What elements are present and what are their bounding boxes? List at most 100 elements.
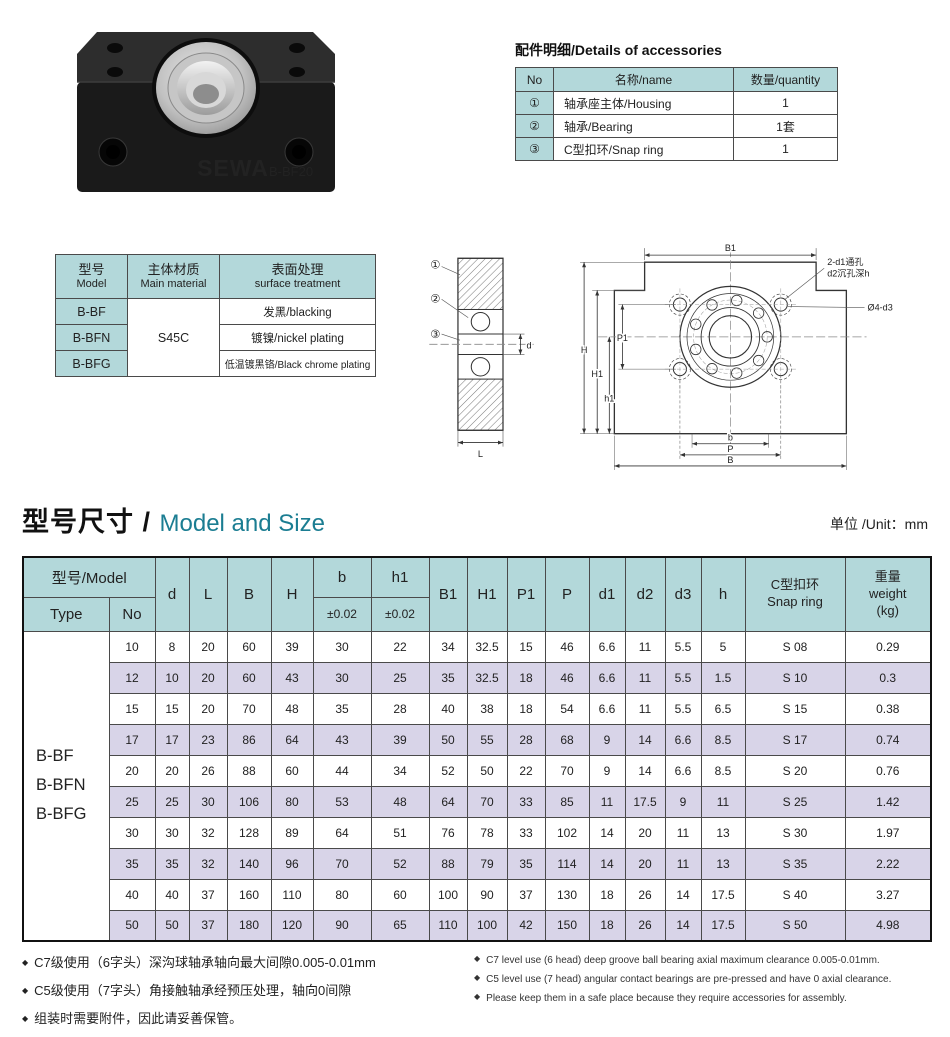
dim-label-H1: H1 bbox=[591, 369, 603, 379]
spec-no-cell: 35 bbox=[108, 847, 156, 880]
spec-cell: 14 bbox=[588, 816, 626, 849]
spec-cell: 6.6 bbox=[588, 661, 626, 694]
accessory-name: 轴承/Bearing bbox=[553, 114, 734, 138]
spec-cell: 60 bbox=[226, 661, 272, 694]
spec-cell: 15 bbox=[506, 630, 546, 663]
spec-cell: 1.5 bbox=[700, 661, 746, 694]
accessory-no: ③ bbox=[515, 137, 554, 161]
accessory-row: ③ C型扣环/Snap ring 1 bbox=[515, 137, 838, 161]
spec-cell: 38 bbox=[466, 692, 508, 725]
spec-cell: 70 bbox=[544, 754, 590, 787]
section-header: 型号尺寸 / Model and Size 单位 /Unit：mm bbox=[22, 500, 928, 539]
spec-cell: 14 bbox=[624, 754, 666, 787]
accessory-qty: 1 bbox=[733, 137, 838, 161]
spec-cell: S 10 bbox=[744, 661, 846, 694]
accessory-row: ① 轴承座主体/Housing 1 bbox=[515, 91, 838, 115]
spec-no-cell: 12 bbox=[108, 661, 156, 694]
spec-cell: 70 bbox=[466, 785, 508, 818]
type-model-label: B-BF bbox=[36, 747, 74, 766]
spec-cell: 37 bbox=[506, 878, 546, 911]
notes-zh: ◆C7级使用（6字头）深沟球轴承轴向最大间隙0.005-0.01mm◆C5级使用… bbox=[22, 952, 474, 1036]
spec-cell: 48 bbox=[270, 692, 314, 725]
spec-cell: 35 bbox=[506, 847, 546, 880]
spec-no-cell: 20 bbox=[108, 754, 156, 787]
spec-cell: 11 bbox=[700, 785, 746, 818]
spec-cell: 52 bbox=[370, 847, 430, 880]
bullet-icon: ◆ bbox=[22, 958, 29, 967]
header-tol-h1: ±0.02 bbox=[370, 596, 430, 632]
unit-label: 单位 /Unit：mm bbox=[830, 516, 928, 532]
spec-cell: 0.74 bbox=[844, 723, 932, 756]
callout-snap-ring: ③ bbox=[430, 329, 440, 341]
bullet-icon: ◆ bbox=[474, 954, 481, 963]
header-weight-en: weight bbox=[868, 585, 907, 601]
spec-cell: S 25 bbox=[744, 785, 846, 818]
spec-no-cell: 10 bbox=[108, 630, 156, 663]
spec-cell: 30 bbox=[312, 661, 372, 694]
spec-cell: 3.27 bbox=[844, 878, 932, 911]
accessories-title: 配件明细/Details of accessories bbox=[515, 42, 722, 58]
header-weight: 重量 weight (kg) bbox=[844, 556, 932, 632]
spec-cell: 51 bbox=[370, 816, 430, 849]
model-label: B-BF20 bbox=[269, 164, 313, 179]
spec-cell: 9 bbox=[664, 785, 702, 818]
accessory-name: 轴承座主体/Housing bbox=[553, 91, 734, 115]
spec-cell: 64 bbox=[312, 816, 372, 849]
spec-cell: 0.29 bbox=[844, 630, 932, 663]
spec-cell: 33 bbox=[506, 816, 546, 849]
spec-cell: 15 bbox=[154, 692, 190, 725]
note-item: ◆组装时需要附件，因此请妥善保管。 bbox=[22, 1008, 474, 1027]
product-photo-image: SEWA B-BF20 bbox=[77, 32, 335, 192]
spec-cell: 0.3 bbox=[844, 661, 932, 694]
dim-label-b: b bbox=[728, 433, 733, 443]
material-row: B-BF S45C 发黑/blacking bbox=[55, 298, 376, 377]
spec-no-cell: 25 bbox=[108, 785, 156, 818]
note-item: ◆C7级使用（6字头）深沟球轴承轴向最大间隙0.005-0.01mm bbox=[22, 952, 474, 971]
spec-cell: 35 bbox=[312, 692, 372, 725]
spec-cell: 23 bbox=[188, 723, 228, 756]
spec-cell: 8.5 bbox=[700, 723, 746, 756]
callout-bearing: ② bbox=[430, 293, 440, 305]
header-no: No bbox=[108, 596, 156, 632]
spec-cell: 2.22 bbox=[844, 847, 932, 880]
ball bbox=[470, 312, 491, 332]
note-item: ◆Please keep them in a safe place becaus… bbox=[474, 992, 934, 1004]
bearing-outer bbox=[679, 285, 782, 388]
header-d3: d3 bbox=[664, 556, 702, 632]
header-d1: d1 bbox=[588, 556, 626, 632]
spec-cell: 11 bbox=[624, 630, 666, 663]
dim-label-d: d bbox=[527, 340, 532, 350]
spec-cell: 25 bbox=[370, 661, 430, 694]
dim-label-h1: h1 bbox=[604, 393, 614, 403]
spec-cell: 160 bbox=[226, 878, 272, 911]
header-weight-unit: (kg) bbox=[876, 602, 899, 618]
accessory-qty: 1套 bbox=[733, 114, 838, 138]
spec-cell: S 15 bbox=[744, 692, 846, 725]
header-H1: H1 bbox=[466, 556, 508, 632]
header-H: H bbox=[270, 556, 314, 632]
spec-cell: 37 bbox=[188, 878, 228, 911]
spec-cell: 48 bbox=[370, 785, 430, 818]
spec-cell: 14 bbox=[624, 723, 666, 756]
spec-cell: 6.5 bbox=[700, 692, 746, 725]
hole-note-2: Ø4-d3 bbox=[868, 303, 893, 313]
material-model: B-BF bbox=[55, 298, 128, 325]
spec-table: 型号/Model d L B H b h1 B1 H1 P1 P d1 d2 d… bbox=[22, 556, 932, 942]
notes-en: ◆C7 level use (6 head) deep groove ball … bbox=[474, 952, 934, 1036]
accessory-name: C型扣环/Snap ring bbox=[553, 137, 734, 161]
material-surface: 低温镀黑铬/Black chrome plating bbox=[219, 350, 376, 377]
mat-header-material-en: Main material bbox=[140, 277, 207, 290]
spec-cell: 22 bbox=[370, 630, 430, 663]
spec-cell: 114 bbox=[544, 847, 590, 880]
brand-logo: SEWA bbox=[197, 155, 269, 181]
spec-cell: 88 bbox=[428, 847, 468, 880]
spec-no-cell: 30 bbox=[108, 816, 156, 849]
dim-label-P1: P1 bbox=[617, 333, 628, 343]
spec-cell: 120 bbox=[270, 909, 314, 942]
spec-cell: 68 bbox=[544, 723, 590, 756]
material-value: S45C bbox=[127, 298, 220, 377]
